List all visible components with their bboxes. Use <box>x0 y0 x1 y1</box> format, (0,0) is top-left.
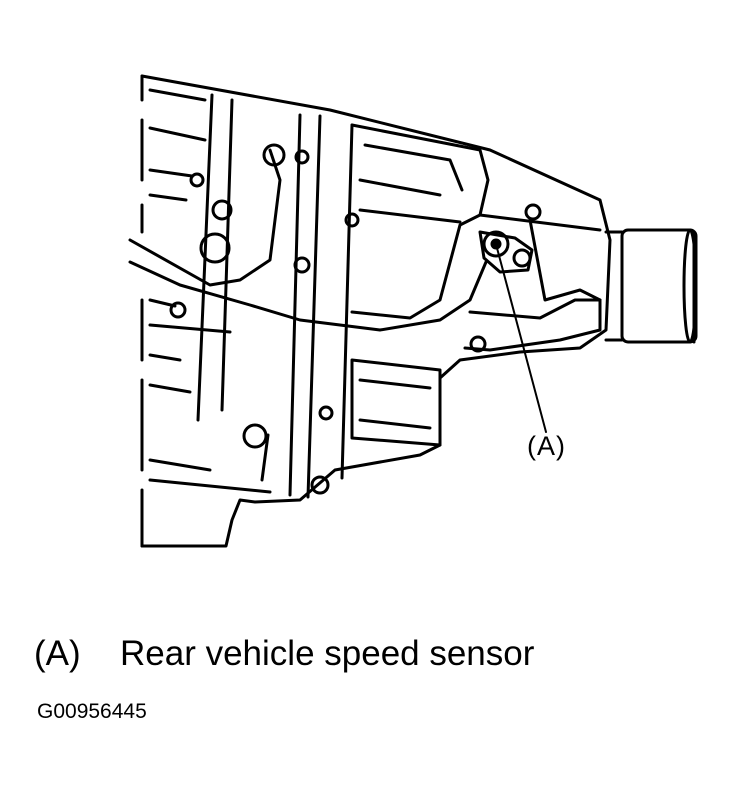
legend-key: (A) <box>34 634 81 673</box>
bolt <box>169 301 187 319</box>
bracket-bolt <box>469 335 487 353</box>
transmission-line-drawing <box>128 74 698 548</box>
legend: (A) Rear vehicle speed sensor <box>34 636 534 671</box>
lower-bracket <box>463 298 602 352</box>
bolt <box>310 475 330 495</box>
callout-label-a: (A) <box>527 431 566 461</box>
bolt <box>344 212 360 228</box>
bolt <box>199 232 231 264</box>
lower-panel <box>350 358 442 447</box>
output-flange-collar <box>604 230 696 344</box>
lower-panel-inner <box>358 378 432 430</box>
bolt <box>211 199 233 221</box>
sensor-bracket-bolt <box>512 248 532 268</box>
bolt <box>294 149 310 165</box>
case-ribs <box>148 88 272 494</box>
sensor-harness-upper <box>128 148 282 287</box>
bolt <box>189 172 205 188</box>
bolt <box>293 256 311 274</box>
legend-text: Rear vehicle speed sensor <box>120 634 535 673</box>
sensor-bracket <box>478 230 534 274</box>
callout-leader <box>496 247 547 433</box>
bolt <box>242 423 268 449</box>
sensor-harness <box>128 260 488 332</box>
figure-id: G00956445 <box>37 700 147 723</box>
speed-sensor <box>482 230 510 258</box>
upper-panel-inner <box>358 143 464 224</box>
tail-housing <box>478 213 602 302</box>
upper-panel <box>350 123 490 320</box>
bolt <box>524 203 542 221</box>
bolt <box>318 405 334 421</box>
